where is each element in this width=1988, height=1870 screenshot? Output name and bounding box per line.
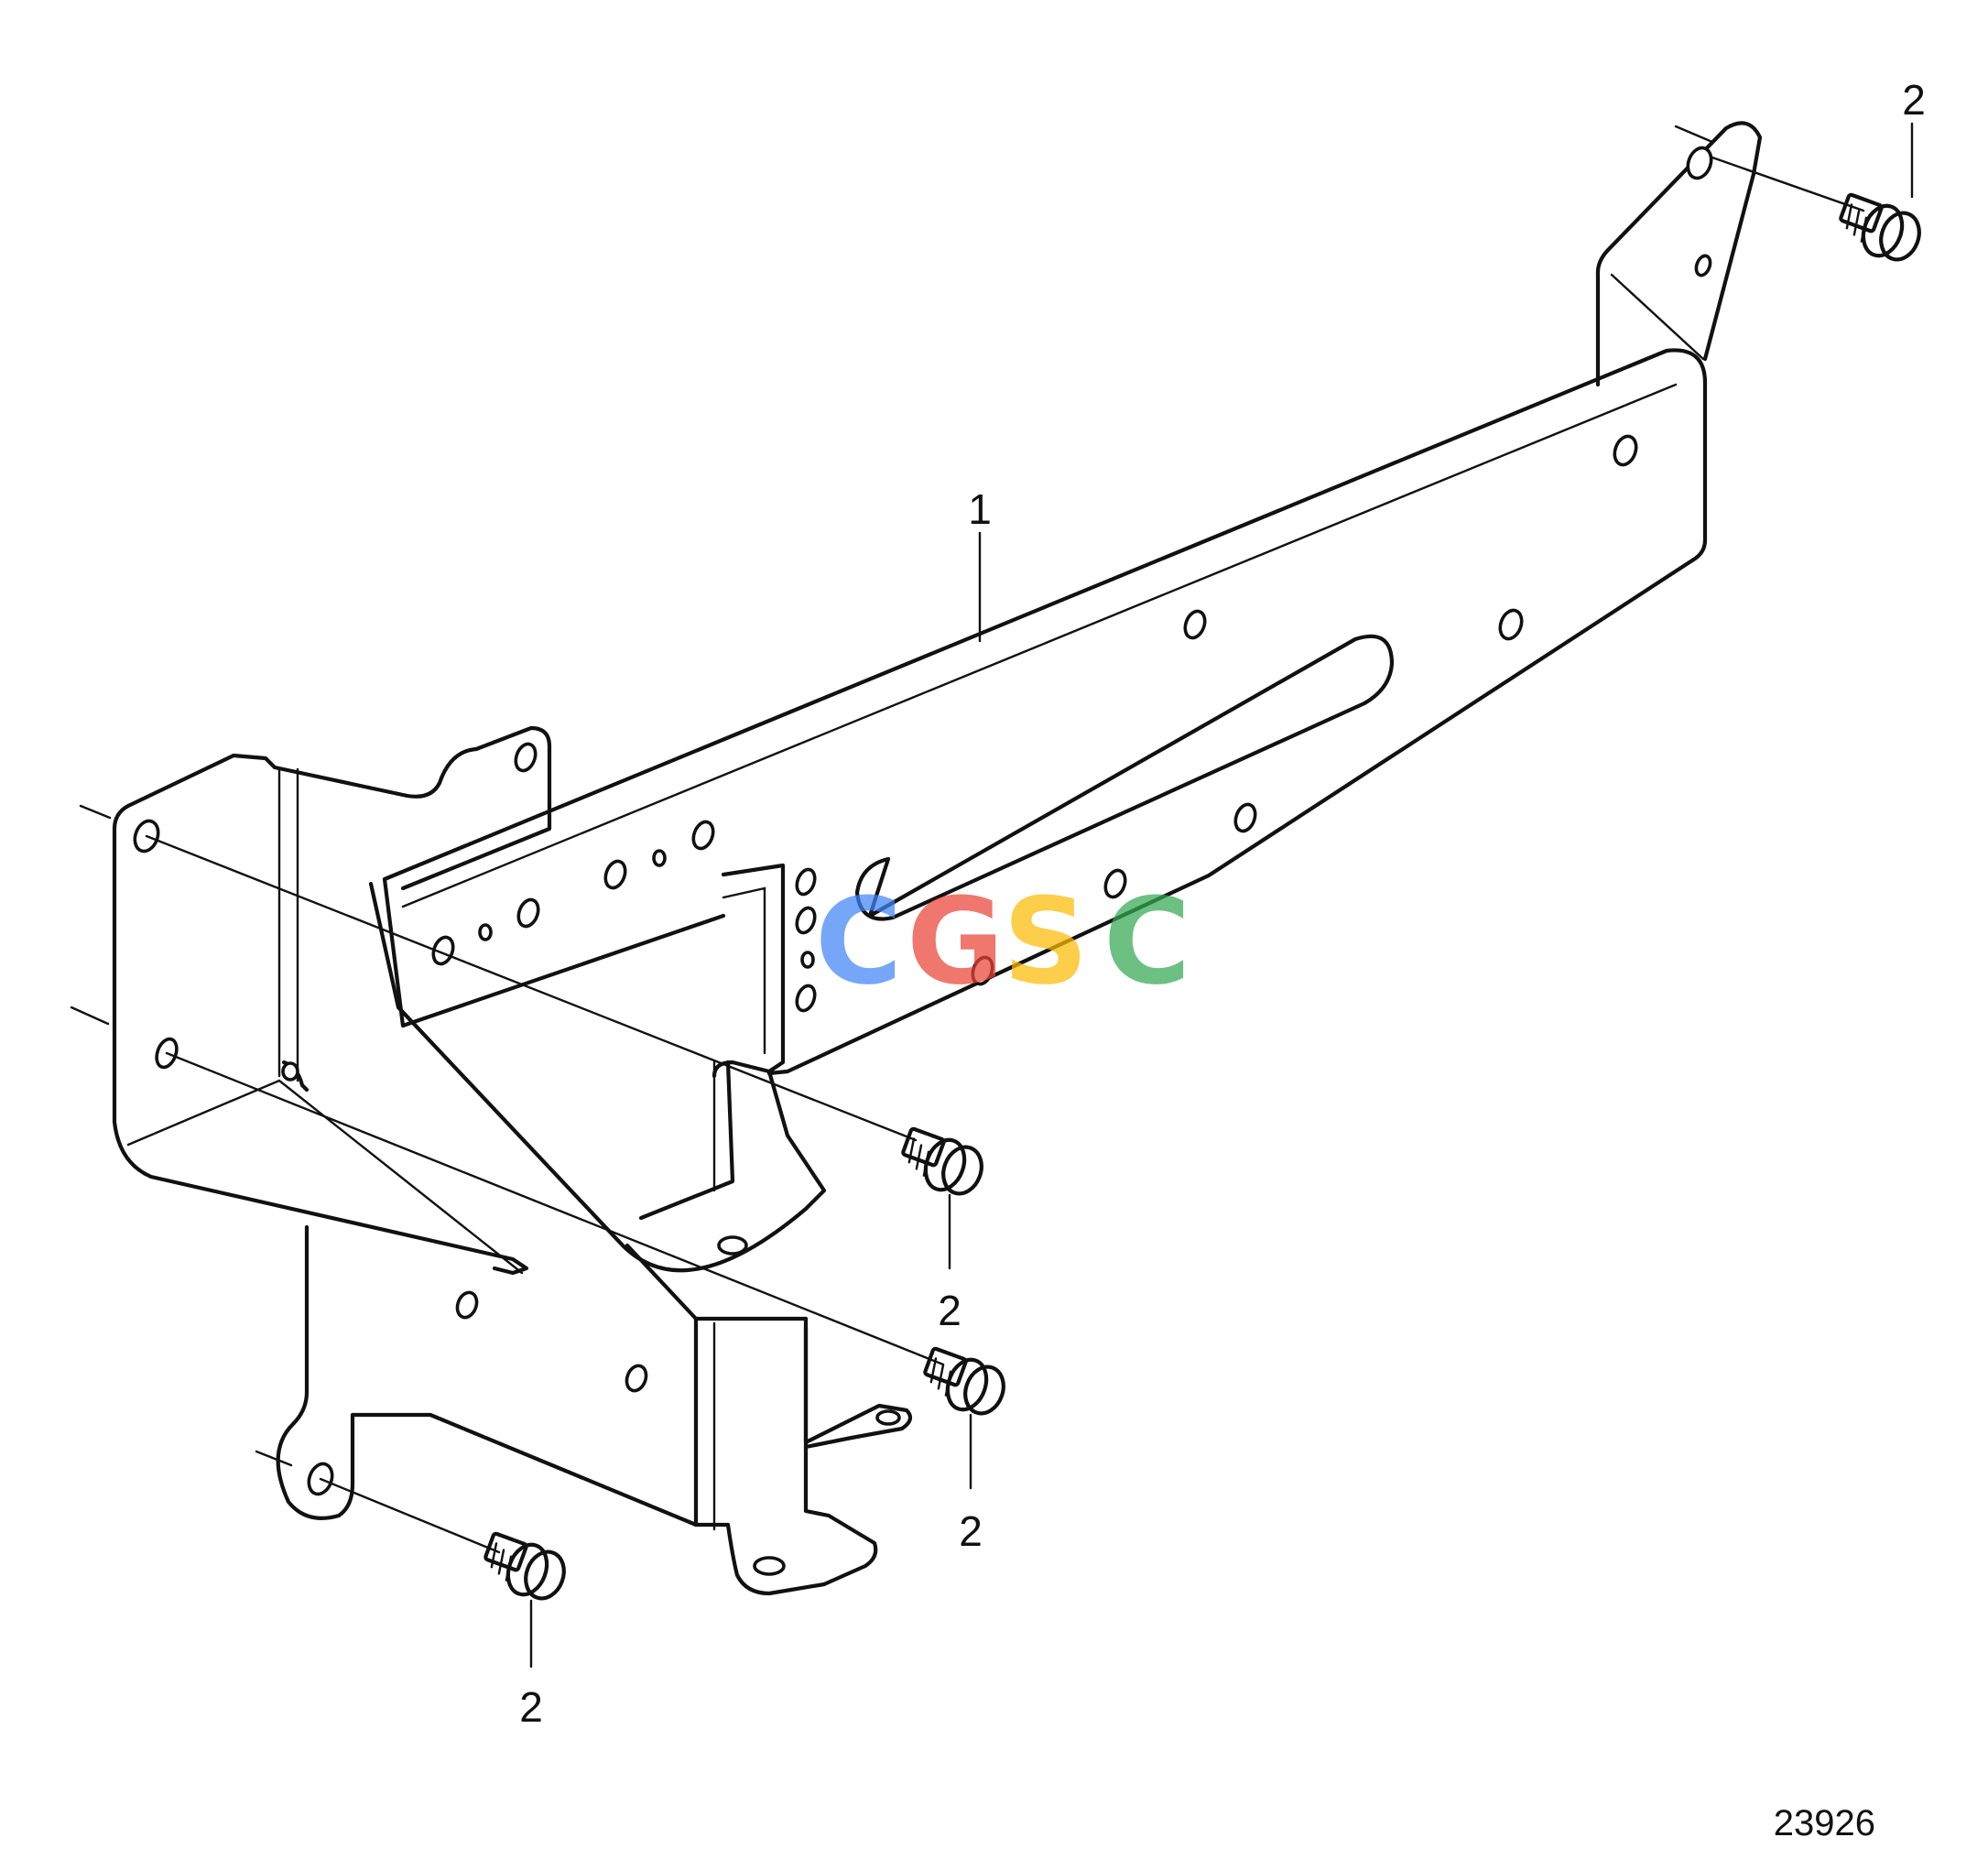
bracket-rail <box>382 348 1708 1076</box>
lower-body <box>276 1224 699 1528</box>
mount-hole <box>625 1364 648 1393</box>
mount-hole <box>603 859 627 890</box>
mount-hole <box>971 955 994 986</box>
callout-part-2: 2 <box>959 1507 983 1555</box>
callout-part-2: 2 <box>938 1287 961 1334</box>
watermark-letter: S <box>1003 872 1089 1011</box>
mount-hole <box>795 867 817 897</box>
mount-hole <box>514 742 538 773</box>
mount-hole <box>795 984 817 1013</box>
mount-hole <box>478 923 493 941</box>
mount-hole <box>1498 608 1524 641</box>
bracket-part-1 <box>112 121 1763 1596</box>
mount-hole <box>1233 802 1257 833</box>
watermark-letter: G <box>907 872 1005 1011</box>
rail-fold-line <box>401 383 1678 908</box>
mount-hole <box>1686 146 1713 180</box>
mount-hole <box>455 1290 479 1320</box>
mount-hole <box>1183 609 1207 640</box>
mount-hole <box>717 1235 748 1256</box>
upper-right-tab <box>1595 121 1763 387</box>
mount-hole <box>795 906 817 935</box>
rail-slot <box>854 634 1395 921</box>
vertical-web <box>368 881 827 1273</box>
mount-hole <box>875 1409 901 1426</box>
mount-hole <box>800 951 815 969</box>
mount-hole <box>753 1556 786 1576</box>
mount-hole <box>431 935 455 966</box>
figure-number: 23926 <box>1774 1803 1875 1843</box>
watermark-letter: C <box>815 872 902 1011</box>
mount-hole <box>691 820 715 851</box>
mount-hole <box>516 897 540 929</box>
left-mount-plate <box>125 725 552 891</box>
callout-part-1: 1 <box>968 485 992 533</box>
mount-hole <box>1103 868 1127 899</box>
watermark-logo: C G S C <box>815 872 1190 1011</box>
watermark-letter: C <box>1103 872 1190 1011</box>
mount-hole <box>1694 254 1712 277</box>
mount-hole <box>1613 434 1638 467</box>
callout-part-2: 2 <box>519 1683 543 1731</box>
callout-part-2: 2 <box>1902 76 1926 124</box>
rail-lower-edge <box>382 876 726 1028</box>
assembly-lines <box>70 125 1865 1554</box>
mount-hole <box>652 849 667 867</box>
bolt-part-2 <box>483 192 1921 1601</box>
callout-leaders <box>529 122 1914 1669</box>
